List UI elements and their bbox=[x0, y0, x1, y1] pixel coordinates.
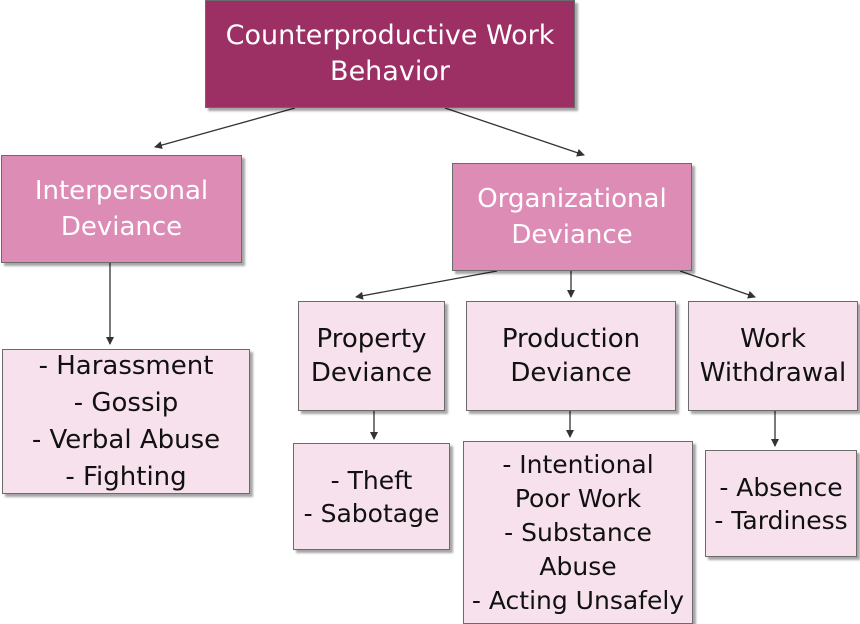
interpersonal-items-box: - Harassment - Gossip - Verbal Abuse - F… bbox=[2, 349, 250, 494]
list-item: - Harassment bbox=[38, 350, 214, 381]
production-items-box: - Intentional Poor Work - Substance Abus… bbox=[463, 441, 693, 624]
property-label-line-1: Property bbox=[316, 324, 427, 354]
list-item: Poor Work bbox=[514, 483, 642, 513]
list-item: - Sabotage bbox=[303, 498, 440, 528]
property-items-box: - Theft - Sabotage bbox=[293, 443, 450, 550]
list-item: - Gossip bbox=[73, 387, 179, 418]
list-item: - Intentional bbox=[502, 449, 654, 479]
list-item: - Fighting bbox=[65, 461, 187, 492]
list-item: - Tardiness bbox=[714, 505, 848, 535]
arrow-organizational-to-property bbox=[355, 270, 498, 300]
production-label-line-2: Deviance bbox=[510, 358, 632, 388]
list-item: - Absence bbox=[719, 472, 843, 502]
work-withdrawal-node: Work Withdrawal bbox=[688, 301, 858, 411]
organizational-label-line-1: Organizational bbox=[477, 184, 667, 214]
organizational-deviance-node: Organizational Deviance bbox=[452, 163, 692, 271]
withdrawal-label-line-2: Withdrawal bbox=[699, 358, 847, 388]
list-item: Abuse bbox=[539, 551, 617, 581]
list-item: - Acting Unsafely bbox=[471, 585, 685, 615]
interpersonal-deviance-node: Interpersonal Deviance bbox=[1, 155, 242, 263]
list-item: - Substance bbox=[504, 517, 652, 547]
root-label-line-1: Counterproductive Work bbox=[225, 20, 555, 51]
interpersonal-label-line-2: Deviance bbox=[60, 212, 183, 242]
property-deviance-node: Property Deviance bbox=[298, 301, 445, 411]
root-node: Counterproductive Work Behavior bbox=[205, 0, 575, 108]
arrow-root-to-interpersonal bbox=[154, 107, 296, 149]
organizational-label-line-2: Deviance bbox=[511, 220, 633, 250]
arrow-organizational-to-withdrawal bbox=[679, 270, 756, 299]
interpersonal-label-line-1: Interpersonal bbox=[34, 176, 209, 206]
root-label-line-2: Behavior bbox=[330, 56, 450, 87]
property-label-line-2: Deviance bbox=[310, 358, 433, 388]
list-item: - Verbal Abuse bbox=[31, 424, 221, 455]
withdrawal-items-box: - Absence - Tardiness bbox=[705, 450, 857, 557]
list-item: - Theft bbox=[330, 465, 413, 495]
production-label-line-1: Production bbox=[501, 324, 641, 354]
production-deviance-node: Production Deviance bbox=[466, 301, 676, 411]
arrow-root-to-organizational bbox=[444, 107, 585, 157]
withdrawal-label-line-1: Work bbox=[740, 324, 806, 354]
